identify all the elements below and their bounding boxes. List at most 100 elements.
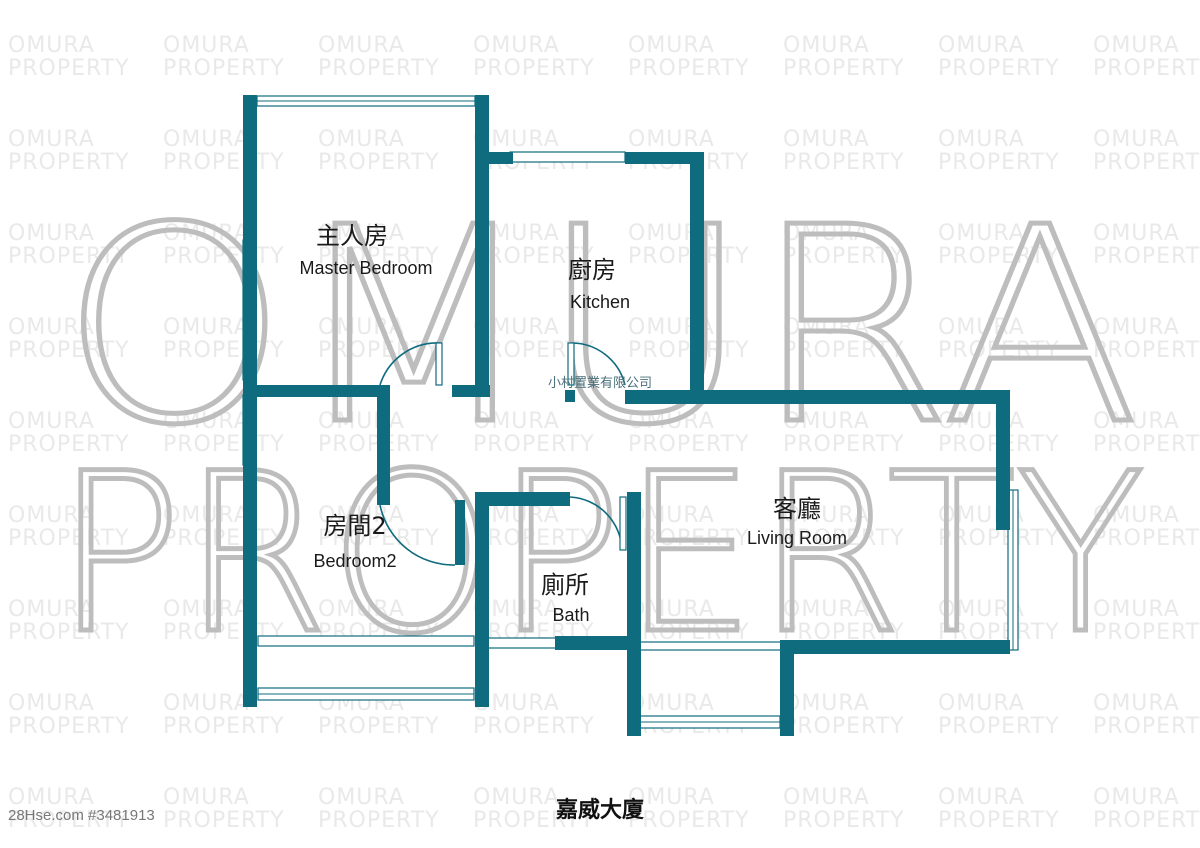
watermark-tile-omura: OMURA (473, 409, 560, 434)
watermark-tile-property: PROPERTY (473, 56, 595, 81)
watermark-tile-omura: OMURA (8, 503, 95, 528)
watermark-tile-omura: OMURA (163, 33, 250, 58)
watermark-tile-property: PROPERTY (318, 808, 440, 833)
watermark-tile-omura: OMURA (8, 315, 95, 340)
watermark-tile-omura: OMURA (628, 503, 715, 528)
watermark-tile-omura: OMURA (783, 691, 870, 716)
watermark-tile-property: PROPERTY (938, 526, 1060, 551)
watermark-tile-property: PROPERTY (1093, 150, 1200, 175)
watermark-tile-omura: OMURA (938, 785, 1025, 810)
watermark-tile-property: PROPERTY (163, 714, 285, 739)
watermark-tile-omura: OMURA (1093, 315, 1180, 340)
watermark-tile-omura: OMURA (163, 221, 250, 246)
window-bedroom2-bottom (257, 635, 475, 647)
watermark-tile-property: PROPERTY (783, 338, 905, 363)
watermark-tile-property: PROPERTY (163, 338, 285, 363)
watermark-tile-property: PROPERTY (628, 338, 750, 363)
watermark-tile-property: PROPERTY (8, 620, 130, 645)
watermark-tile-property: PROPERTY (318, 714, 440, 739)
watermark-tile-property: PROPERTY (318, 244, 440, 269)
watermark-tile-property: PROPERTY (1093, 432, 1200, 457)
watermark-tile-omura: OMURA (1093, 221, 1180, 246)
window-living-bottom (639, 641, 786, 651)
watermark-tile-property: PROPERTY (938, 338, 1060, 363)
watermark-tile-property: PROPERTY (318, 526, 440, 551)
watermark-tile-omura: OMURA (163, 785, 250, 810)
watermark-tile-property: PROPERTY (628, 432, 750, 457)
watermark-tile-omura: OMURA (628, 33, 715, 58)
window-bath (487, 637, 559, 649)
watermark-tile-omura: OMURA (938, 33, 1025, 58)
watermark-tile-property: PROPERTY (783, 56, 905, 81)
label-bedroom2-zh: 房間2 (323, 512, 386, 540)
watermark-tile-omura: OMURA (938, 691, 1025, 716)
watermark-tile-property: PROPERTY (1093, 808, 1200, 833)
watermark-tile-omura: OMURA (1093, 503, 1180, 528)
watermark-tile-property: PROPERTY (8, 56, 130, 81)
watermark-tile-property: PROPERTY (1093, 526, 1200, 551)
label-master-zh: 主人房 (316, 222, 388, 250)
windows (242, 95, 1019, 729)
watermark-tile-property: PROPERTY (1093, 56, 1200, 81)
label-bath-en: Bath (552, 605, 589, 625)
watermark-tile-omura: OMURA (783, 221, 870, 246)
watermark-tile-omura: OMURA (628, 409, 715, 434)
watermark-tile-property: PROPERTY (938, 150, 1060, 175)
watermark-tile-property: PROPERTY (1093, 244, 1200, 269)
watermark-tile-property: PROPERTY (938, 714, 1060, 739)
watermark-tile-omura: OMURA (473, 33, 560, 58)
watermark-tile-omura: OMURA (1093, 127, 1180, 152)
watermark-tile-omura: OMURA (1093, 691, 1180, 716)
watermark-tile-property: PROPERTY (8, 526, 130, 551)
walls (243, 95, 1010, 736)
watermark-tile-omura: OMURA (938, 127, 1025, 152)
watermark-tile-omura: OMURA (8, 597, 95, 622)
watermark-tile-property: PROPERTY (318, 338, 440, 363)
watermark-tile-property: PROPERTY (783, 808, 905, 833)
watermark-tile-property: PROPERTY (473, 244, 595, 269)
watermark-tile-omura: OMURA (8, 785, 95, 810)
watermark-tile-omura: OMURA (783, 409, 870, 434)
watermark-tile-property: PROPERTY (163, 150, 285, 175)
label-living-zh: 客廳 (773, 495, 821, 523)
label-kitchen-en: Kitchen (570, 292, 630, 312)
watermark-tile-property: PROPERTY (318, 56, 440, 81)
watermark-tile-omura: OMURA (318, 597, 405, 622)
listing-reference: 28Hse.com #3481913 (8, 807, 155, 824)
watermark-tile-property: PROPERTY (473, 714, 595, 739)
label-living-en: Living Room (747, 528, 847, 548)
watermark-tile-property: PROPERTY (1093, 338, 1200, 363)
watermark-tile-omura: OMURA (318, 315, 405, 340)
watermark-tile-property: PROPERTY (628, 808, 750, 833)
watermark-tile-omura: OMURA (783, 127, 870, 152)
watermark-tile-property: PROPERTY (473, 526, 595, 551)
room-labels: 主人房 Master Bedroom 廚房 Kitchen 房間2 Bedroo… (299, 222, 847, 625)
watermark-tile-omura: OMURA (628, 127, 715, 152)
watermark-tile-omura: OMURA (628, 597, 715, 622)
watermark-tile-omura: OMURA (783, 33, 870, 58)
watermark-grid: OMURAPROPERTYOMURAPROPERTYOMURAPROPERTYO… (8, 33, 1200, 833)
watermark-tile-property: PROPERTY (8, 150, 130, 175)
watermark-tile-property: PROPERTY (938, 244, 1060, 269)
watermark-tile-omura: OMURA (1093, 33, 1180, 58)
watermark-tile-property: PROPERTY (628, 620, 750, 645)
company-name: 小村置業有限公司 (548, 375, 652, 391)
watermark-tile-property: PROPERTY (783, 150, 905, 175)
watermark-tile-omura: OMURA (8, 691, 95, 716)
watermark-tile-property: PROPERTY (628, 56, 750, 81)
watermark-tile-omura: OMURA (8, 221, 95, 246)
watermark-tile-property: PROPERTY (628, 526, 750, 551)
doors (379, 342, 627, 566)
watermark-tile-property: PROPERTY (783, 432, 905, 457)
watermark-tile-omura: OMURA (318, 33, 405, 58)
watermark-tile-property: PROPERTY (783, 714, 905, 739)
watermark-tile-omura: OMURA (163, 127, 250, 152)
watermark-tile-property: PROPERTY (8, 432, 130, 457)
watermark-tile-property: PROPERTY (163, 432, 285, 457)
door-bedroom2 (379, 504, 456, 566)
watermark-tile-property: PROPERTY (8, 714, 130, 739)
watermark-tile-omura: OMURA (8, 33, 95, 58)
watermark-tile-omura: OMURA (1093, 597, 1180, 622)
door-kitchen (571, 342, 626, 386)
watermark-tile-omura: OMURA (163, 691, 250, 716)
